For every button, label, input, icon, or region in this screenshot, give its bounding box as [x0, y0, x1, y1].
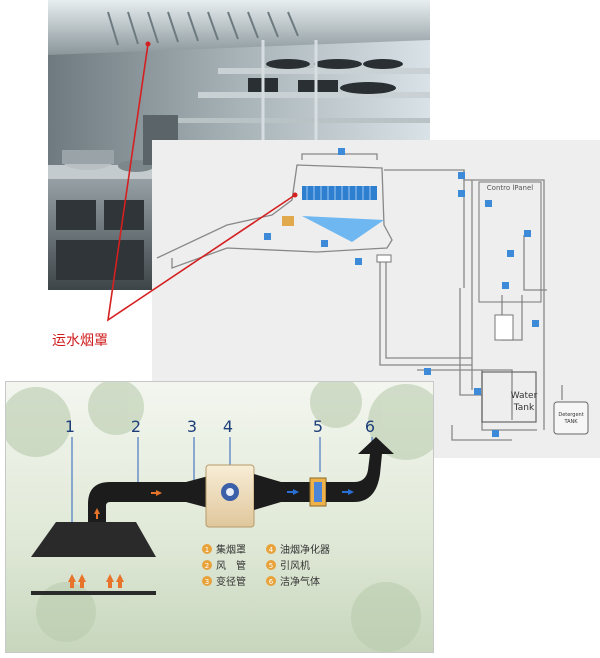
exhaust-system-diagram: 1 2 3 4 5 6	[5, 381, 434, 653]
collection-hood	[31, 522, 156, 557]
legend-text-1: 集烟罩	[216, 543, 246, 556]
label-number-6: 6	[365, 417, 375, 436]
label-number-3: 3	[187, 417, 197, 436]
label-number-4: 4	[223, 417, 233, 436]
legend-text-4: 油烟净化器	[280, 543, 330, 556]
legend-text-6: 洁净气体	[280, 575, 320, 588]
hood-caption: 运水烟罩	[52, 333, 108, 349]
legend-num-3: 3	[205, 578, 209, 586]
air-duct	[88, 474, 216, 522]
water-tank-label-line1: Water	[511, 391, 538, 401]
outlet-duct	[326, 437, 394, 502]
label-number-2: 2	[131, 417, 141, 436]
detergent-label-line2: TANK	[563, 419, 578, 425]
legend-text-2: 风 管	[216, 559, 246, 572]
legend-num-2: 2	[205, 562, 209, 570]
legend-num-4: 4	[269, 546, 274, 554]
legend-num-5: 5	[269, 562, 273, 570]
label-number-5: 5	[313, 417, 323, 436]
legend-num-6: 6	[269, 578, 274, 586]
detergent-label-line1: Detergent	[558, 412, 583, 418]
legend-text-3: 变径管	[216, 575, 246, 588]
legend-text-5: 引风机	[280, 559, 310, 572]
label-number-1: 1	[65, 417, 75, 436]
water-tank-label-line2: Tank	[513, 403, 535, 413]
legend-num-1: 1	[205, 546, 209, 554]
annotation-pointer	[106, 43, 296, 322]
control-panel-label: Contro lPanel	[487, 184, 533, 192]
